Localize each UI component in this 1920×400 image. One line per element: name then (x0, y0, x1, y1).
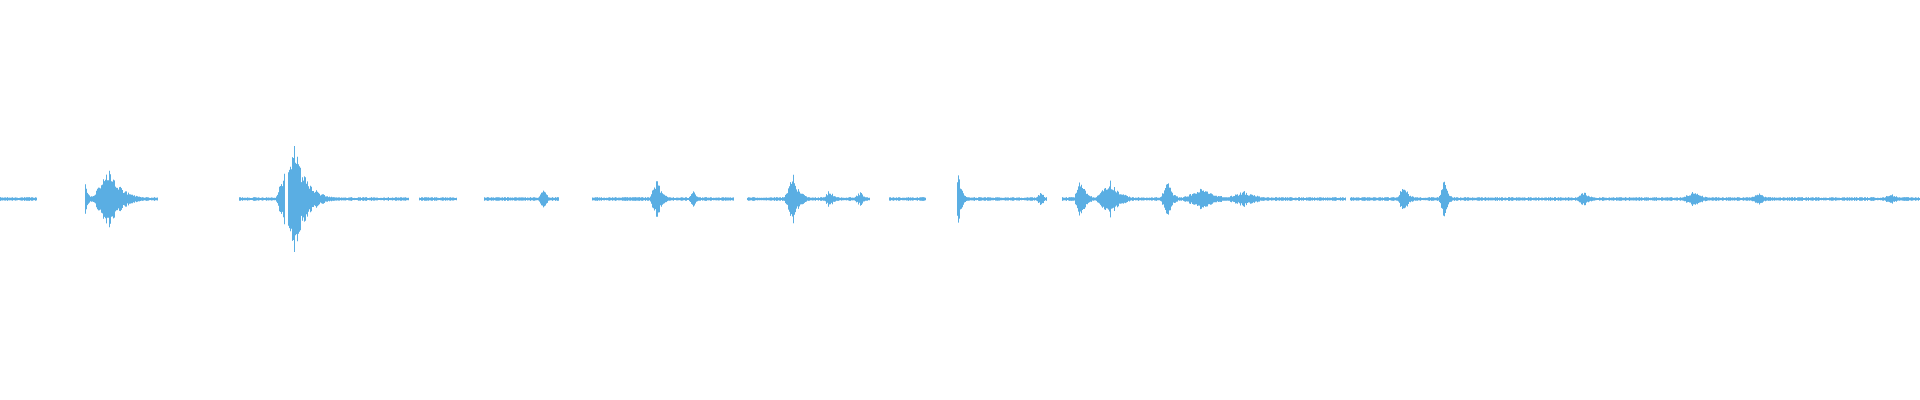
waveform-samples (0, 146, 1920, 252)
